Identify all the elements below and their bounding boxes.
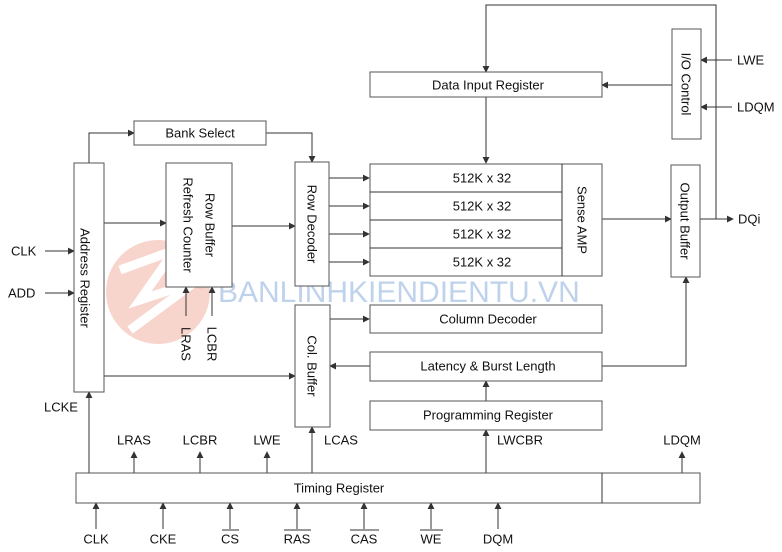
col-buffer-block: Col. Buffer	[294, 304, 331, 428]
timing-lras-label: LRAS	[117, 433, 151, 448]
addr-to-bank-wire	[88, 129, 135, 163]
lras-vertical-label: LRAS	[179, 327, 194, 361]
latency-to-outbuf-wire	[602, 276, 690, 367]
dq-loop-wire	[482, 4, 717, 219]
timing-lwcbr-label: LWCBR	[497, 433, 543, 448]
row-buffer-block: Row Buffer Refresh Counter	[165, 162, 233, 288]
dqi-label: DQi	[738, 212, 761, 227]
ldqm-right-label: LDQM	[737, 100, 775, 115]
sense-amp-label: Sense AMP	[575, 186, 590, 254]
bank-to-rowdec-wire	[266, 132, 316, 163]
watermark-text: BANLINHKIENDIENTU.VN	[218, 276, 580, 309]
column-decoder-label: Column Decoder	[439, 312, 537, 327]
row-decoder-label: Row Decoder	[305, 185, 320, 264]
bank-select-label: Bank Select	[165, 126, 235, 141]
memory-bank-3: 512K x 32	[453, 255, 512, 270]
col-buffer-label: Col. Buffer	[305, 335, 320, 397]
bank-select-block: Bank Select	[133, 120, 267, 146]
timing-register-block: Timing Register	[75, 472, 701, 504]
clk-bottom-label: CLK	[83, 532, 109, 547]
memory-array-block: 512K x 32 512K x 32 512K x 32 512K x 32 …	[369, 163, 603, 277]
signal-labels: CLK ADD LCKE LRAS LCBR LWE LDQM DQi LRAS…	[8, 53, 775, 547]
add-left-label: ADD	[8, 286, 35, 301]
memory-bank-0: 512K x 32	[453, 171, 512, 186]
lcke-label: LCKE	[44, 400, 78, 415]
timing-lcas-label: LCAS	[324, 433, 358, 448]
data-input-register-block: Data Input Register	[369, 71, 603, 98]
address-register-block: Address Register	[73, 162, 105, 393]
ras-bottom-label: RAS	[284, 532, 311, 547]
latency-burst-label: Latency & Burst Length	[420, 359, 555, 374]
row-decoder-block: Row Decoder	[294, 161, 330, 287]
output-buffer-label: Output Buffer	[678, 182, 693, 260]
io-control-block: I/O Control	[671, 28, 702, 140]
dqm-bottom-label: DQM	[483, 532, 513, 547]
column-decoder-block: Column Decoder	[369, 304, 603, 334]
programming-register-block: Programming Register	[369, 400, 603, 431]
timing-ldqm-label: LDQM	[663, 433, 701, 448]
memory-bank-2: 512K x 32	[453, 227, 512, 242]
memory-bank-1: 512K x 32	[453, 199, 512, 214]
io-control-label: I/O Control	[679, 53, 694, 116]
refresh-counter-label: Refresh Counter	[181, 177, 196, 273]
timing-lwe-label: LWE	[253, 433, 281, 448]
clk-left-label: CLK	[11, 244, 37, 259]
row-buffer-label: Row Buffer	[203, 193, 218, 258]
cas-bottom-label: CAS	[351, 532, 378, 547]
lcbr-vertical-label: LCBR	[205, 327, 220, 362]
cke-bottom-label: CKE	[150, 532, 177, 547]
programming-register-label: Programming Register	[423, 408, 554, 423]
timing-register-label: Timing Register	[294, 481, 385, 496]
we-bottom-label: WE	[421, 532, 442, 547]
cs-bottom-label: CS	[221, 532, 239, 547]
latency-burst-block: Latency & Burst Length	[369, 351, 603, 382]
timing-lcbr-label: LCBR	[183, 433, 218, 448]
connections	[45, 4, 734, 529]
data-input-register-label: Data Input Register	[432, 78, 545, 93]
output-buffer-block: Output Buffer	[670, 164, 701, 278]
lwe-right-label: LWE	[737, 53, 765, 68]
address-register-label: Address Register	[78, 228, 93, 328]
